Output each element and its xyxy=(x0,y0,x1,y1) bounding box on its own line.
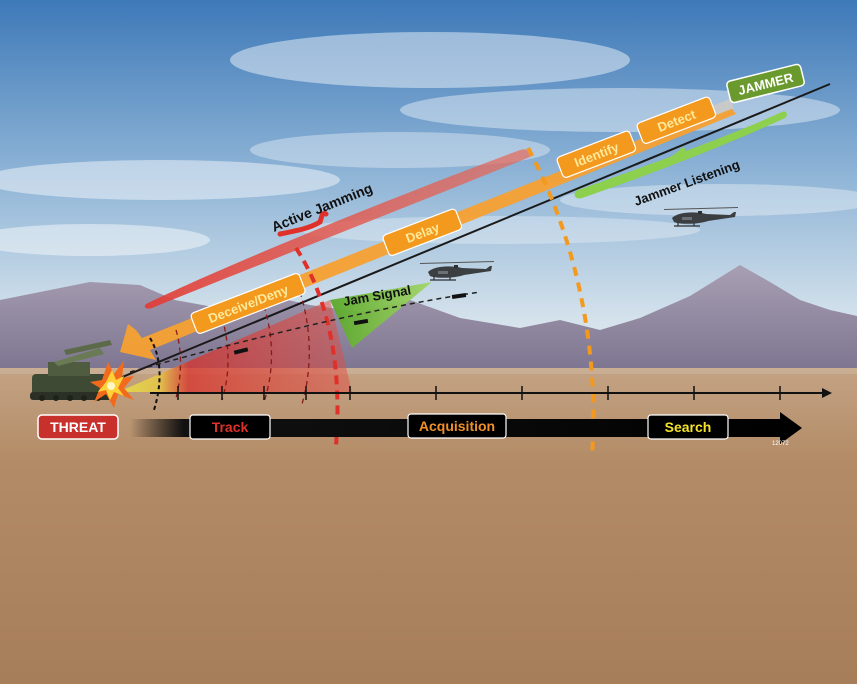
horizon-haze xyxy=(0,368,857,374)
acquisition-label: Acquisition xyxy=(419,418,495,434)
track-boundary xyxy=(294,246,340,447)
threat-label: THREAT xyxy=(50,419,106,435)
range-axis xyxy=(150,386,832,400)
search-label: Search xyxy=(665,419,712,435)
missile-path xyxy=(129,291,481,373)
track-badge: Track xyxy=(189,414,271,440)
figure-id: 12072 xyxy=(772,441,789,447)
threat-badge: THREAT xyxy=(37,414,119,440)
active-jamming-curve xyxy=(144,149,531,309)
explosion-icon xyxy=(90,360,134,408)
jam-signal-wedge xyxy=(330,282,432,348)
ray-line xyxy=(119,83,831,379)
mountains xyxy=(0,265,857,372)
jammer-listening-brace xyxy=(667,147,686,163)
search-badge: Search xyxy=(647,414,729,440)
track-label: Track xyxy=(212,419,249,435)
active-jamming-brace xyxy=(277,211,329,237)
identify-badge: Identify xyxy=(556,130,637,178)
threat-cone xyxy=(118,300,352,392)
inner-arc xyxy=(149,337,161,411)
jammer-connector xyxy=(712,99,734,115)
acquisition-boundary xyxy=(526,147,596,457)
acquisition-badge: Acquisition xyxy=(407,413,507,439)
